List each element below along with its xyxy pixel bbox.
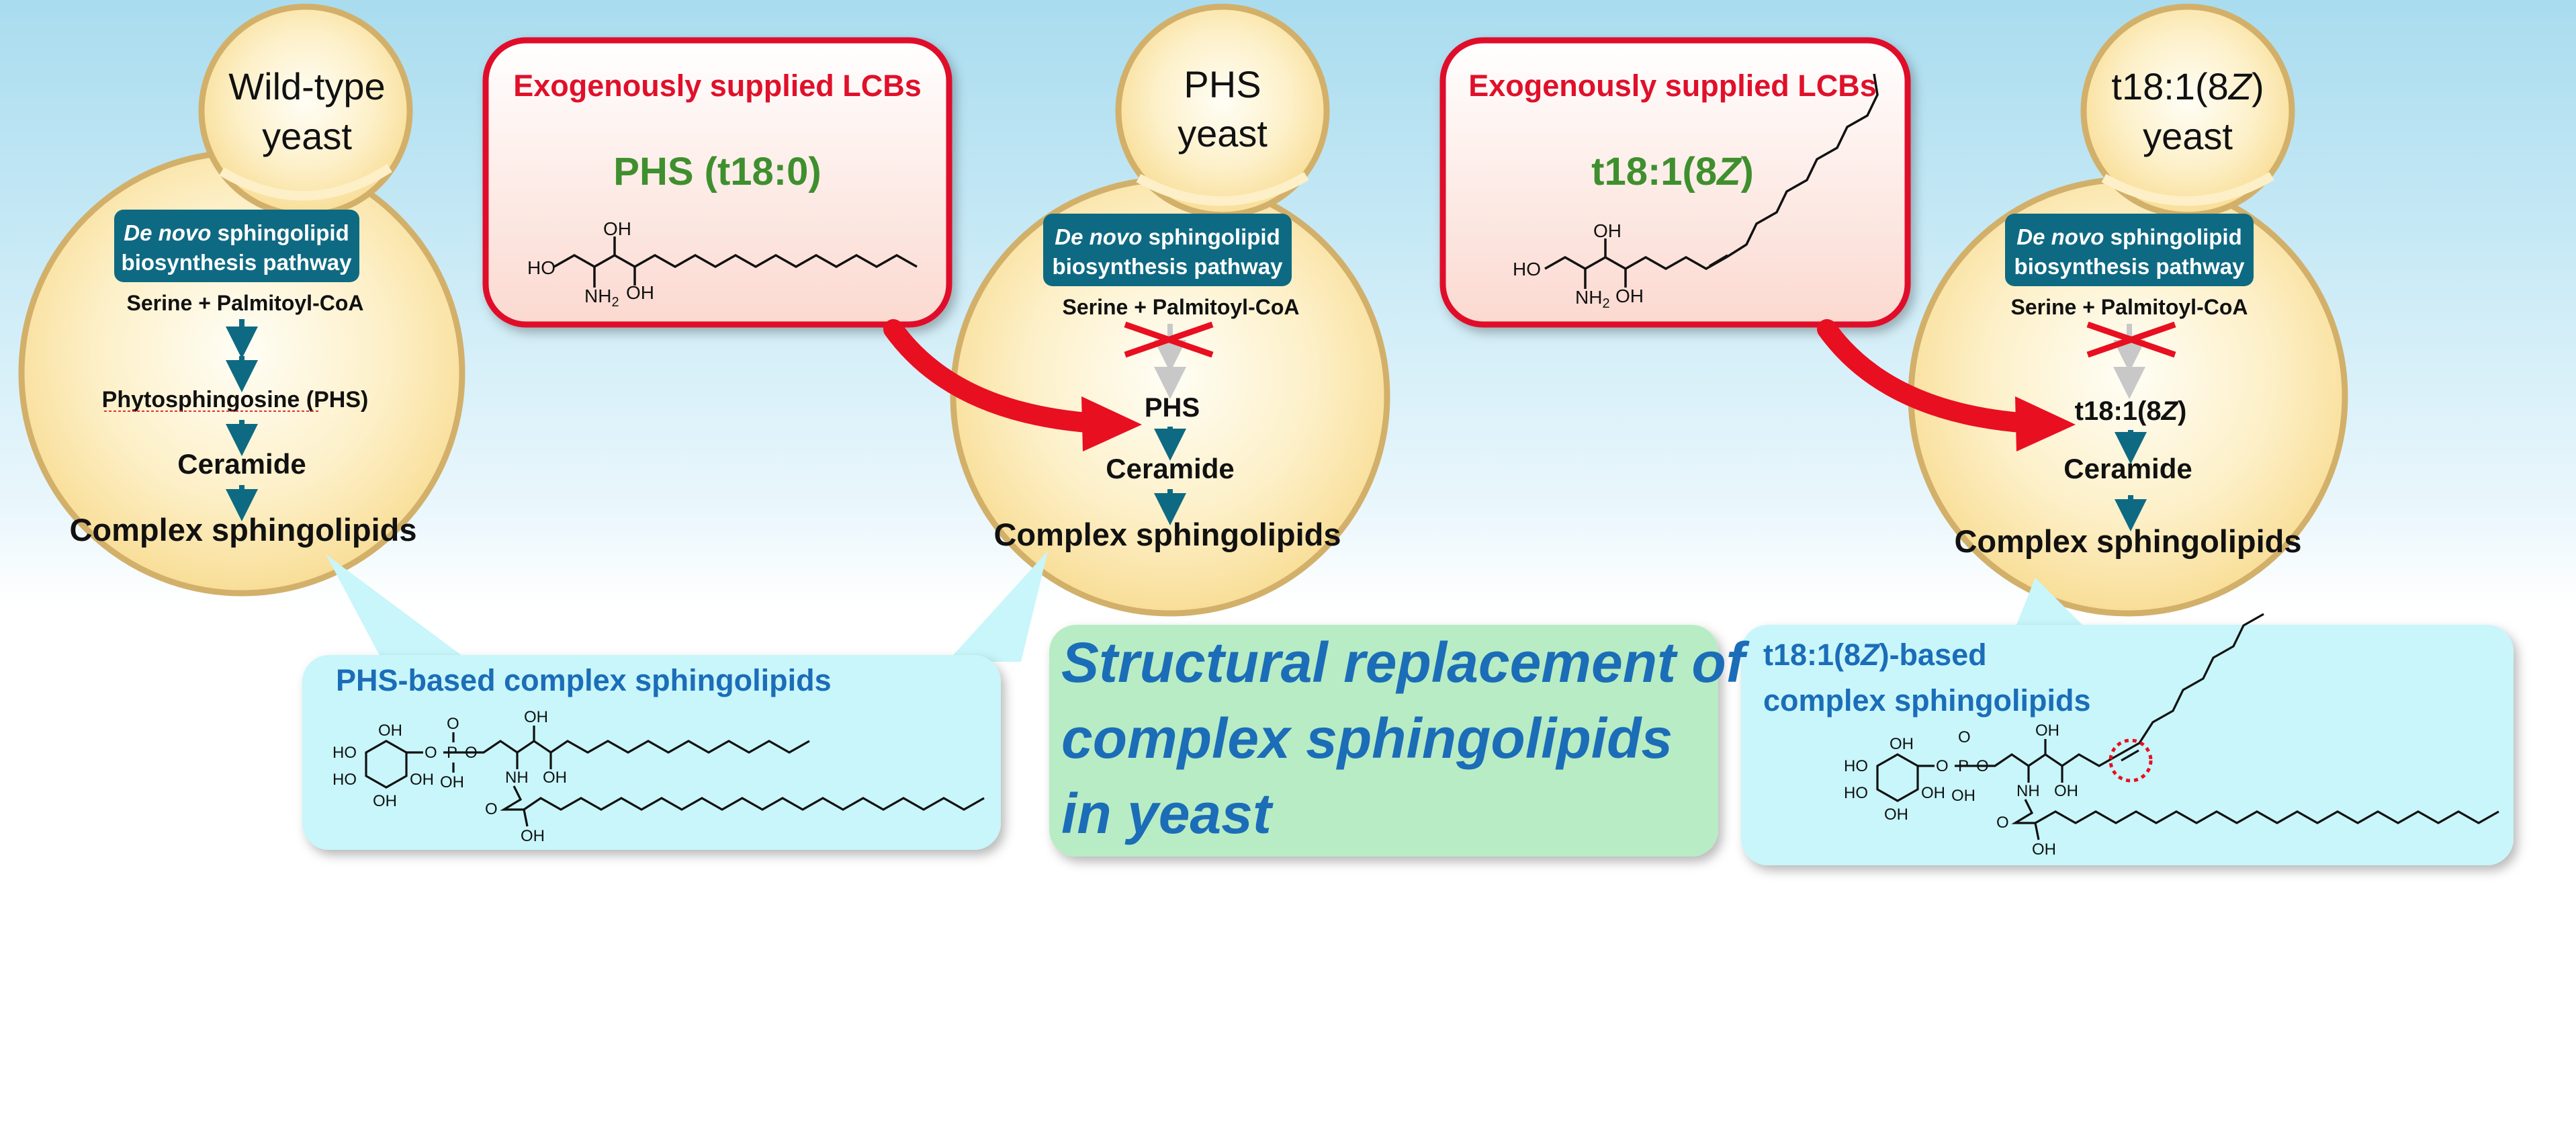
svg-text:OH: OH (2054, 782, 2078, 800)
svg-text:OH: OH (521, 827, 545, 845)
red-arrow-1 (883, 319, 1142, 451)
mol-label-ho: HO (527, 257, 556, 278)
mol-label-ho: HO (1513, 259, 1541, 279)
callout-title: PHS-based complex sphingolipids (336, 663, 832, 697)
svg-text:OH: OH (1921, 784, 1945, 802)
supply-box-t18: Exogenously supplied LCBs t18:1(8Z) HO N… (1439, 37, 1911, 328)
block-x-icon (1124, 321, 1214, 358)
cell-title-line2: yeast (262, 115, 352, 157)
lcb-label: t18:1(8Z) (2075, 396, 2187, 426)
svg-text:O: O (1996, 814, 2009, 832)
svg-text:OH: OH (440, 773, 464, 791)
callout-phs-based: PHS-based complex sphingolipids OH HO HO… (302, 551, 1048, 850)
svg-text:HO: HO (1844, 784, 1868, 802)
supply-heading: Exogenously supplied LCBs (1468, 69, 1877, 103)
ceramide-label: Ceramide (1106, 453, 1234, 484)
svg-text:O: O (425, 744, 437, 762)
mol-label-oh: OH (1593, 220, 1622, 241)
svg-text:HO: HO (332, 771, 357, 789)
callout-t18-based: t18:1(8Z)-based complex sphingolipids OH… (1741, 578, 2514, 865)
pathway-label-line2: biosynthesis pathway (1053, 254, 1284, 279)
cell-title-line2: yeast (2143, 115, 2233, 157)
pathway-label-box (1043, 214, 1292, 286)
t18-complex-atom-labels: OH HO HO OH OH O P O OH O OH NH OH O OH (1844, 722, 2078, 859)
complex-label: Complex sphingolipids (993, 517, 1341, 552)
substrate-label: Serine + Palmitoyl-CoA (1063, 295, 1300, 319)
mol-label-nh2: NH2 (584, 286, 619, 310)
cell-title-line1: t18:1(8Z) (2111, 65, 2264, 107)
svg-text:OH: OH (2035, 722, 2059, 740)
svg-text:P: P (1958, 757, 1969, 775)
svg-text:OH: OH (373, 792, 397, 810)
t18-structure (1544, 73, 1879, 289)
double-bond-highlight (2108, 738, 2153, 783)
svg-text:OH: OH (1884, 806, 1908, 824)
svg-text:O: O (1936, 757, 1949, 775)
pathway-label-box (2005, 214, 2254, 286)
svg-text:O: O (465, 744, 478, 762)
substrate-label: Serine + Palmitoyl-CoA (127, 291, 364, 315)
phs-complex-structure (365, 726, 985, 827)
conclusion-line1: Structural replacement of (1061, 631, 1750, 694)
lcb-label: PHS (1145, 393, 1200, 423)
phs-complex-atom-labels: OH HO HO OH OH O P O OH O OH NH OH O OH (332, 708, 567, 845)
cell-title-line2: yeast (1178, 112, 1268, 155)
svg-text:HO: HO (1844, 757, 1868, 775)
pathway-label-line1: De novo sphingolipid (2016, 224, 2242, 249)
svg-text:OH: OH (524, 708, 548, 726)
svg-text:OH: OH (1890, 735, 1914, 753)
pathway-label-line1: De novo sphingolipid (1055, 224, 1280, 249)
svg-text:O: O (1958, 728, 1971, 746)
cell-t18-1: t18:1(8Z) yeast De novo sphingolipid bio… (1908, 3, 2348, 617)
svg-text:OH: OH (2032, 840, 2056, 859)
mol-label-nh2: NH2 (1575, 287, 1610, 311)
svg-text:O: O (485, 800, 498, 818)
pathway-label-line2: biosynthesis pathway (2014, 254, 2246, 279)
phs-structure (553, 236, 918, 288)
t18-complex-structure (1876, 613, 2499, 840)
supply-box-phs: Exogenously supplied LCBs PHS (t18:0) HO… (482, 37, 952, 328)
mol-label-oh: OH (603, 218, 631, 239)
svg-text:HO: HO (332, 744, 357, 762)
svg-text:P: P (447, 744, 457, 762)
red-arrow-2 (1817, 319, 2076, 451)
pathway-label-box (114, 210, 359, 282)
pathway-label-line2: biosynthesis pathway (122, 250, 353, 275)
callout-title-line2: complex sphingolipids (1763, 683, 2091, 718)
callout-title-line1: t18:1(8Z)-based (1763, 638, 1987, 672)
conclusion-line2: complex sphingolipids (1061, 707, 1673, 770)
svg-text:NH: NH (2016, 782, 2040, 800)
svg-text:O: O (1976, 757, 1989, 775)
svg-text:NH: NH (505, 769, 529, 787)
svg-text:OH: OH (410, 771, 434, 789)
conclusion-line3: in yeast (1061, 782, 1274, 845)
mol-label-oh: OH (626, 282, 654, 303)
cell-wild-type: Wild-type yeast De novo sphingolipid bio… (18, 3, 465, 597)
supply-heading: Exogenously supplied LCBs (513, 69, 922, 103)
pathway-label-line1: De novo sphingolipid (124, 220, 349, 245)
mol-label-oh: OH (1615, 286, 1644, 306)
svg-text:OH: OH (543, 769, 567, 787)
cell-title-line1: PHS (1184, 63, 1261, 105)
svg-text:O: O (447, 715, 459, 733)
conclusion-box: Structural replacement of complex sphing… (1049, 625, 1750, 857)
supply-compound: PHS (t18:0) (613, 150, 821, 193)
svg-text:OH: OH (378, 722, 402, 740)
lcb-label: Phytosphingosine (PHS) (102, 387, 369, 413)
supply-compound: t18:1(8Z) (1591, 150, 1754, 193)
cell-title-line1: Wild-type (228, 65, 385, 107)
cell-phs: PHS yeast De novo sphingolipid biosynthe… (950, 3, 1390, 617)
complex-label: Complex sphingolipids (69, 512, 416, 548)
block-x-icon (2086, 321, 2176, 358)
ceramide-label: Ceramide (177, 448, 306, 480)
ceramide-label: Ceramide (2063, 453, 2192, 484)
complex-label: Complex sphingolipids (1954, 523, 2301, 559)
substrate-label: Serine + Palmitoyl-CoA (2011, 295, 2248, 319)
svg-text:OH: OH (1951, 787, 1975, 805)
